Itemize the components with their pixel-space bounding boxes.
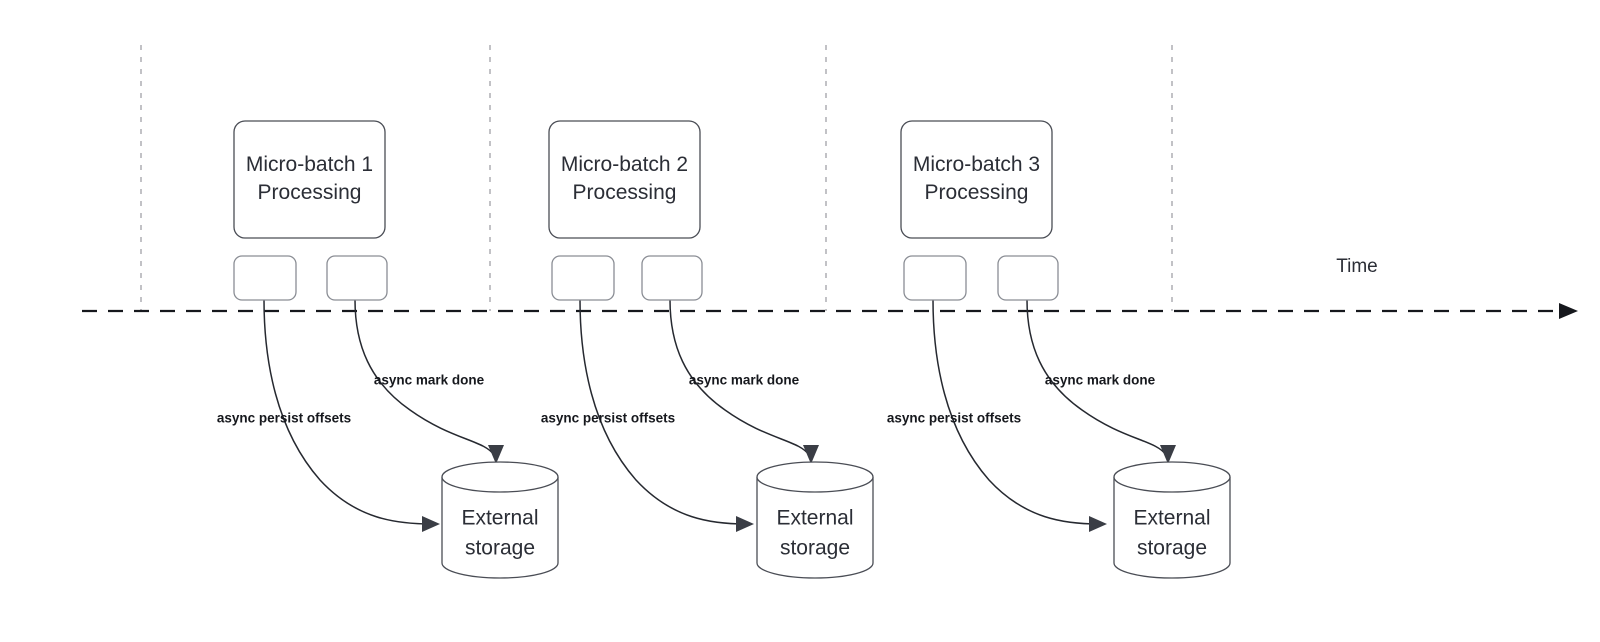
edge-arrow-icon <box>488 445 504 464</box>
micro-batch-3-async-mark-done-path <box>1026 299 1167 456</box>
external-storage-3-label-line1: External <box>1133 507 1210 530</box>
external-storage-2-label-line1: External <box>776 507 853 530</box>
micro-batch-2-async-mark-done-path <box>669 299 810 456</box>
edge-arrow-icon <box>1089 516 1107 532</box>
micro-batch-1-persist-slot[interactable] <box>233 255 297 301</box>
micro-batch-2-mark-done-slot[interactable] <box>641 255 703 301</box>
micro-batch-3-persist-slot[interactable] <box>903 255 967 301</box>
edge-labels-group: async persist offsets async mark done asyn… <box>217 373 1156 426</box>
micro-batch-2-box[interactable] <box>548 120 701 239</box>
edge-arrow-icon <box>803 445 819 464</box>
micro-batch-1-mark-done-slot[interactable] <box>326 255 388 301</box>
edge-arrow-icon <box>736 516 754 532</box>
micro-batch-2-label-line2: Processing <box>573 181 677 204</box>
external-storage-1-body[interactable] <box>441 477 559 579</box>
external-storage-2-body[interactable] <box>756 477 874 579</box>
micro-batch-3-async-persist-offsets-label: async persist offsets <box>887 411 1021 426</box>
micro-batch-1-async-persist-offsets-path <box>263 299 433 525</box>
time-axis-label: Time <box>1336 256 1378 277</box>
micro-batch-2-async-persist-offsets-path <box>579 299 747 525</box>
micro-batch-1-async-mark-done-label: async mark done <box>374 373 485 388</box>
micro-batch-3-box[interactable] <box>900 120 1053 239</box>
micro-batch-3-label-line1: Micro-batch 3 <box>913 153 1040 176</box>
micro-batch-3-async-persist-offsets-path <box>932 299 1100 525</box>
flow-edges-group <box>263 299 1176 532</box>
timeline-arrow-icon <box>1559 303 1578 319</box>
micro-batch-1-async-persist-offsets-label: async persist offsets <box>217 411 351 426</box>
micro-batch-2-persist-slot[interactable] <box>551 255 615 301</box>
guide-lines-group <box>140 45 1173 311</box>
micro-batch-3-label-line2: Processing <box>925 181 1029 204</box>
micro-batch-3-async-mark-done-label: async mark done <box>1045 373 1156 388</box>
external-storage-1-label-line2: storage <box>465 537 535 560</box>
micro-batch-2-async-persist-offsets-label: async persist offsets <box>541 411 675 426</box>
external-storage-2-label-line2: storage <box>780 537 850 560</box>
external-storage-3-body[interactable] <box>1113 477 1231 579</box>
external-storage-2-top-ellipse[interactable] <box>756 461 874 493</box>
micro-batch-2-async-mark-done-label: async mark done <box>689 373 800 388</box>
micro-batch-1-async-mark-done-path <box>354 299 495 456</box>
micro-batch-2-label-line1: Micro-batch 2 <box>561 153 688 176</box>
external-storage-1-label-line1: External <box>461 507 538 530</box>
edge-arrow-icon <box>1160 445 1176 464</box>
micro-batch-1-box[interactable] <box>233 120 386 239</box>
external-storage-3-label-line2: storage <box>1137 537 1207 560</box>
edge-arrow-icon <box>422 516 440 532</box>
external-storage-3-top-ellipse[interactable] <box>1113 461 1231 493</box>
micro-batch-3-mark-done-slot[interactable] <box>997 255 1059 301</box>
timeline-axis-group: Time <box>82 256 1578 319</box>
micro-batch-1-label-line2: Processing <box>258 181 362 204</box>
micro-batch-1-label-line1: Micro-batch 1 <box>246 153 373 176</box>
external-storage-1-top-ellipse[interactable] <box>441 461 559 493</box>
